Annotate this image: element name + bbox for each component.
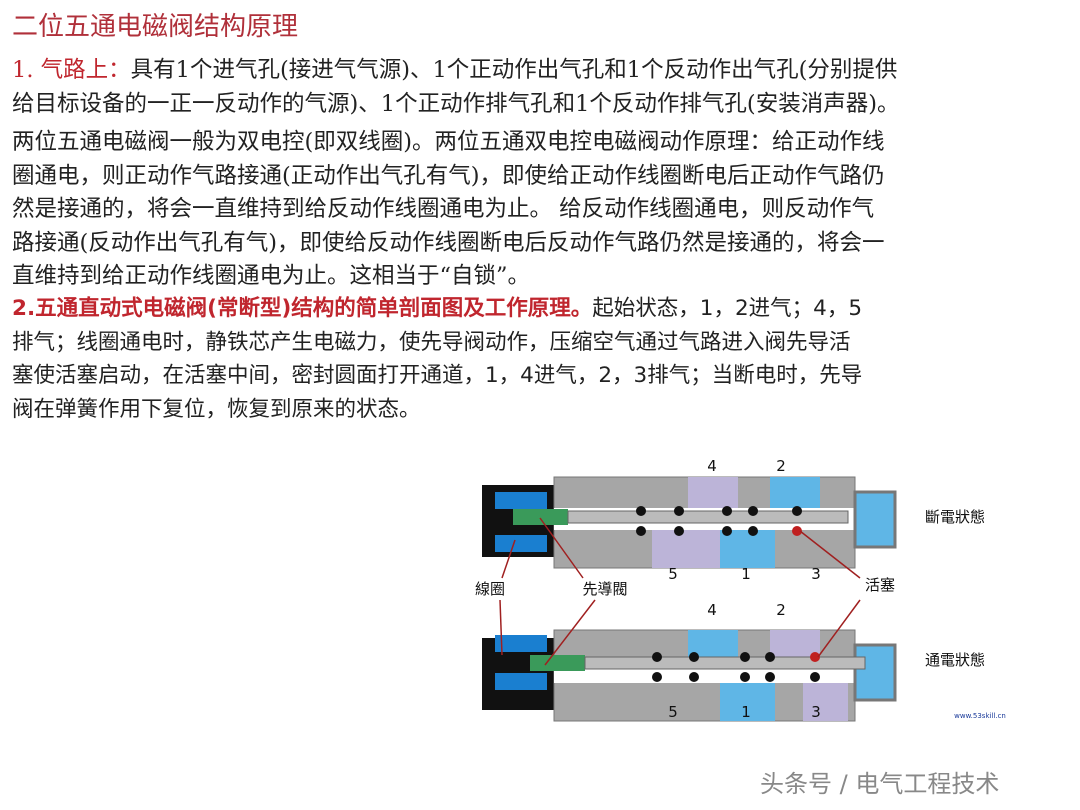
port-5-label: 5 bbox=[668, 703, 678, 721]
state-off-label: 斷電狀態 bbox=[925, 508, 985, 526]
para2-line: 两位五通电磁阀一般为双电控(即双线圈)。两位五通双电控电磁阀动作原理：给正动作线 bbox=[12, 129, 885, 155]
port-5-label: 5 bbox=[668, 565, 678, 583]
para1-line2: 给目标设备的一正一反动作的气源)、1个正动作排气孔和1个反动作排气孔(安装消声器… bbox=[12, 91, 900, 117]
leader-lines bbox=[499, 517, 861, 666]
para2-line: 圈通电，则正动作气路接通(正动作出气孔有气)，即使给正动作线圈断电后正动作气路仍 bbox=[12, 163, 885, 189]
para3-line1: 2.五通直动式电磁阀(常断型)结构的简单剖面图及工作原理。起始状态，1，2进气；… bbox=[12, 291, 862, 322]
watermark: 头条号 / 电气工程技术 bbox=[760, 770, 1000, 798]
para3-line: 阀在弹簧作用下复位，恢复到原来的状态。 bbox=[12, 397, 421, 422]
para3-label: 2.五通直动式电磁阀(常断型)结构的简单剖面图及工作原理。 bbox=[12, 296, 593, 321]
para1-label: 1. 气路上： bbox=[12, 57, 131, 83]
port-3-label: 3 bbox=[811, 565, 821, 583]
para3-line: 排气；线圈通电时，静铁芯产生电磁力，使先导阀动作，压缩空气通过气路进入阀先导活 bbox=[12, 330, 851, 355]
pilot-valve-label: 先導閥 bbox=[582, 580, 627, 598]
para2-line: 直维持到给正动作线圈通电为止。这相当于“自锁”。 bbox=[12, 263, 531, 289]
para1-line1: 1. 气路上：具有1个进气孔(接进气气源)、1个正动作出气孔和1个反动作出气孔(… bbox=[12, 52, 897, 84]
port-3-label: 3 bbox=[811, 703, 821, 721]
port-4-label: 4 bbox=[707, 601, 717, 619]
valve-off bbox=[482, 476, 897, 569]
para2-line: 路接通(反动作出气孔有气)，即使给反动作线圈断电后反动作气路仍然是接通的，将会一 bbox=[12, 230, 885, 256]
para2-line: 然是接通的，将会一直维持到给反动作线圈通电为止。 给反动作线圈通电，则反动作气 bbox=[12, 196, 875, 222]
coil-label: 線圈 bbox=[475, 580, 505, 598]
para3-text: 起始状态，1，2进气；4，5 bbox=[592, 296, 863, 321]
port-2-label: 2 bbox=[776, 601, 786, 619]
para1-text: 具有1个进气孔(接进气气源)、1个正动作出气孔和1个反动作出气孔(分别提供 bbox=[130, 57, 898, 83]
piston-label: 活塞 bbox=[865, 576, 895, 594]
port-1-label: 1 bbox=[741, 703, 751, 721]
port-1-label: 1 bbox=[741, 565, 751, 583]
para3-line: 塞使活塞启动，在活塞中间，密封圆面打开通道，1，4进气，2，3排气；当断电时，先… bbox=[12, 363, 863, 388]
site-watermark: www.53skill.cn bbox=[954, 712, 1006, 720]
port-2-label: 2 bbox=[776, 457, 786, 475]
page-title: 二位五通电磁阀结构原理 bbox=[12, 12, 299, 42]
valve-on bbox=[482, 629, 897, 722]
port-4-label: 4 bbox=[707, 457, 717, 475]
state-on-label: 通電狀態 bbox=[925, 651, 985, 669]
